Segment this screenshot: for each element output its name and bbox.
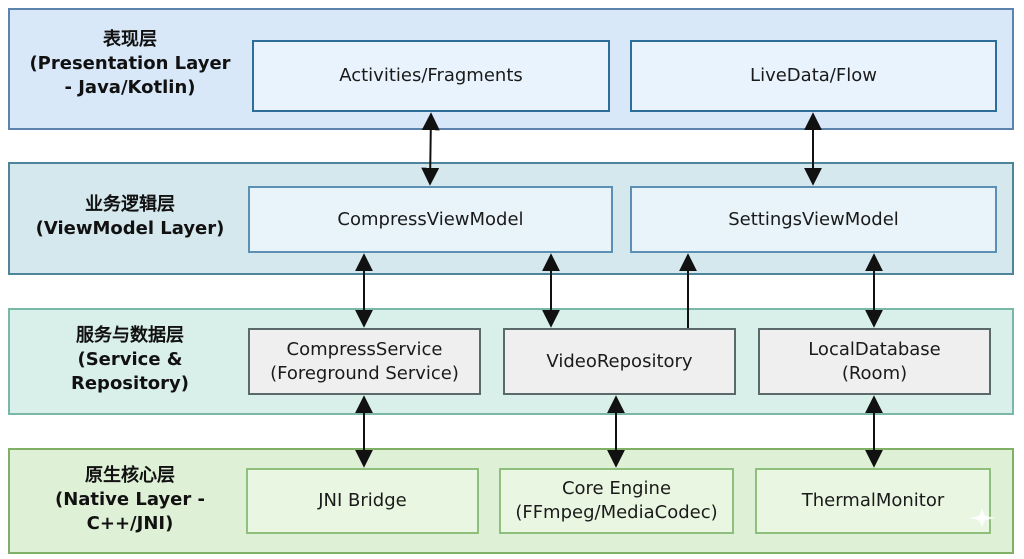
service-layer-title-en: (Service & Repository) (70, 349, 189, 394)
viewmodel-layer-title-cn: 业务逻辑层 (85, 194, 175, 215)
compress-viewmodel-box: CompressViewModel (248, 186, 613, 253)
viewmodel-layer-label: 业务逻辑层 (ViewModel Layer) (10, 193, 250, 241)
native-layer-label: 原生核心层 (Native Layer - C++/JNI) (10, 464, 250, 536)
livedata-flow-box: LiveData/Flow (630, 40, 997, 112)
settings-viewmodel-box: SettingsViewModel (630, 186, 997, 253)
viewmodel-layer-title-en: (ViewModel Layer) (35, 218, 225, 239)
presentation-layer-label: 表现层 (Presentation Layer - Java/Kotlin) (10, 28, 250, 100)
service-layer-title-cn: 服务与数据层 (76, 325, 184, 346)
native-layer-title-cn: 原生核心层 (85, 465, 175, 486)
service-layer-label: 服务与数据层 (Service & Repository) (10, 324, 250, 396)
activities-fragments-box: Activities/Fragments (252, 40, 610, 112)
core-engine-box: Core Engine (FFmpeg/MediaCodec) (499, 468, 734, 534)
presentation-layer-title-cn: 表现层 (103, 29, 157, 50)
thermal-monitor-box: ThermalMonitor (755, 468, 991, 534)
jni-bridge-box: JNI Bridge (246, 468, 479, 534)
presentation-layer-title-en: (Presentation Layer - Java/Kotlin) (29, 53, 231, 98)
video-repository-box: VideoRepository (503, 328, 736, 395)
compress-service-box: CompressService (Foreground Service) (248, 328, 481, 395)
sparkle-icon (969, 509, 995, 527)
arrow-activities-to-compressviewmodel (421, 112, 440, 186)
native-layer-title-en: (Native Layer - C++/JNI) (54, 489, 206, 534)
local-database-box: LocalDatabase (Room) (758, 328, 991, 395)
